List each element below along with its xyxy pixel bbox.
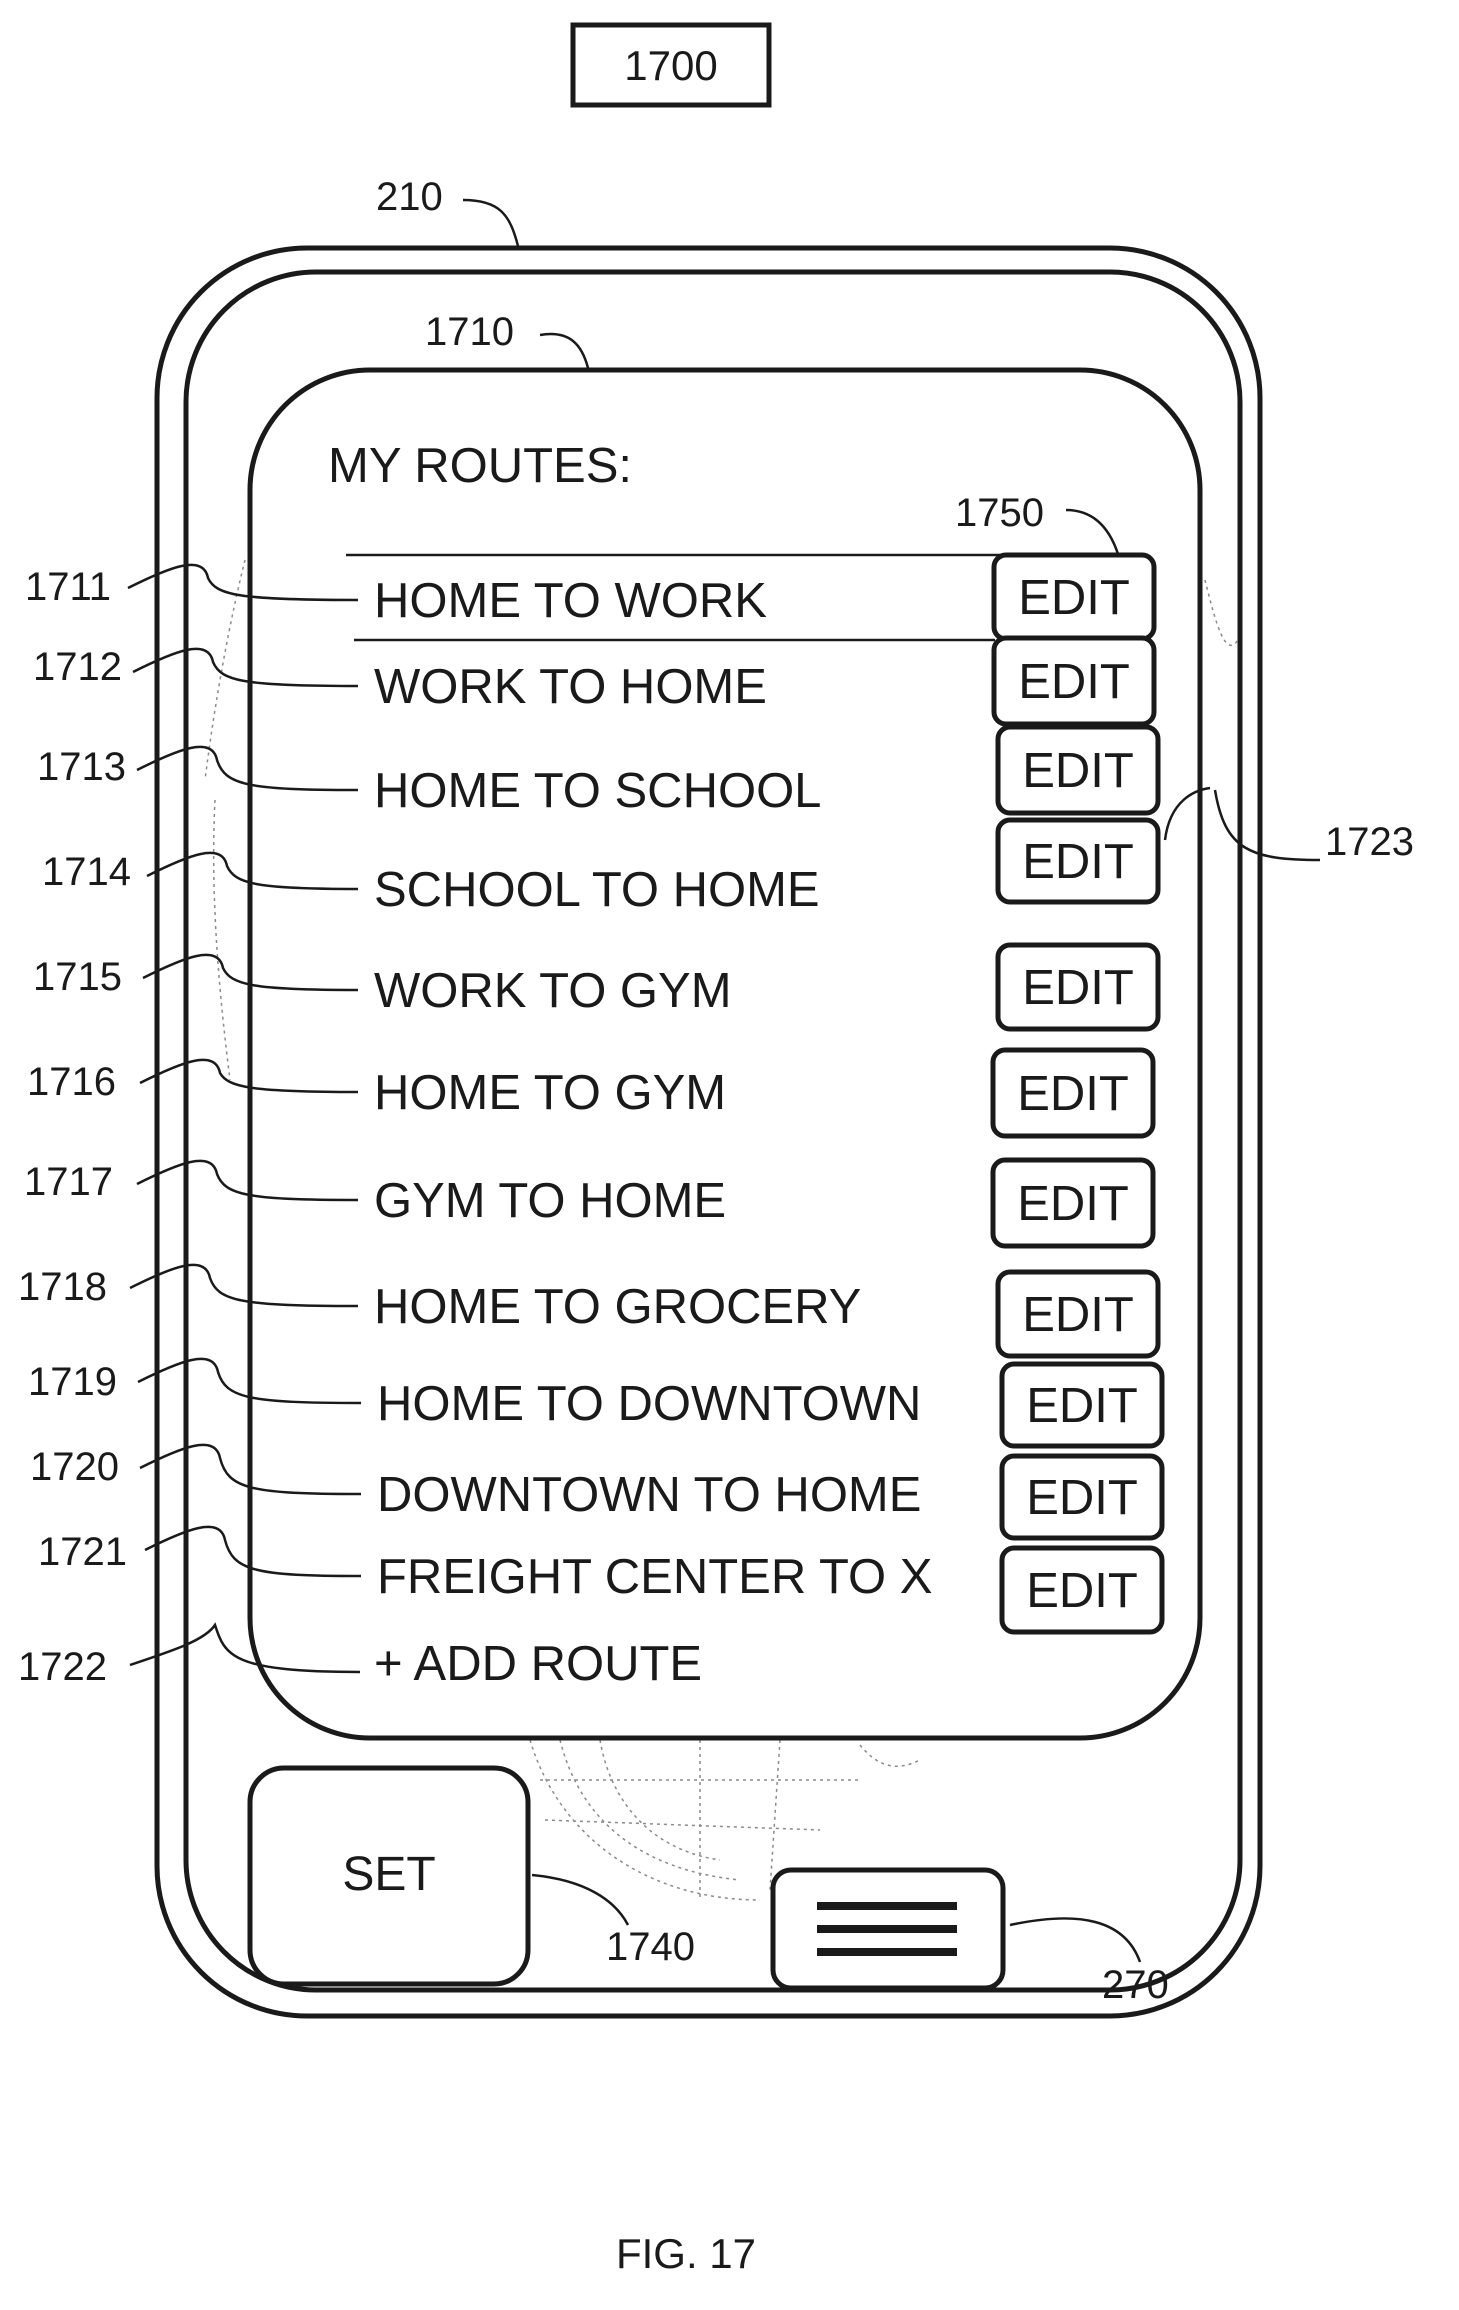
route-label[interactable]: HOME TO GYM (374, 1066, 726, 1120)
route-ref-label: 1716 (27, 1060, 116, 1104)
edit-button-label: EDIT (1026, 1564, 1138, 1618)
menu-button-ref-label: 270 (1102, 1963, 1169, 2007)
screen-leader-line (540, 334, 588, 368)
route-ref-label: 1713 (37, 745, 126, 789)
edit-button-label: EDIT (1017, 1067, 1129, 1121)
add-route-ref-label: 1722 (18, 1645, 107, 1689)
edit-column-ref-label: 1723 (1325, 820, 1414, 864)
route-label[interactable]: HOME TO GROCERY (374, 1280, 861, 1334)
edit-button-label: EDIT (1018, 571, 1130, 625)
route-ref-label: 1718 (18, 1265, 107, 1309)
route-ref-label: 1715 (33, 955, 122, 999)
route-label[interactable]: HOME TO DOWNTOWN (377, 1377, 921, 1431)
figure-caption: FIG. 17 (616, 2230, 756, 2277)
route-ref-label: 1714 (42, 850, 131, 894)
set-button-label: SET (342, 1848, 435, 1901)
route-label[interactable]: FREIGHT CENTER TO X (377, 1550, 932, 1604)
edit-button-label: EDIT (1026, 1471, 1138, 1525)
figure-number: 1700 (624, 42, 717, 89)
screen-ref-label: 1710 (425, 310, 514, 354)
edit-button-label: EDIT (1022, 1288, 1134, 1342)
route-ref-label: 1712 (33, 645, 122, 689)
route-label[interactable]: WORK TO HOME (374, 660, 767, 714)
set-button-leader-line (532, 1875, 628, 1925)
menu-button-leader-line (1010, 1918, 1140, 1962)
edit-button-label: EDIT (1026, 1379, 1138, 1433)
route-ref-label: 1717 (24, 1160, 113, 1204)
route-ref-label: 1719 (28, 1360, 117, 1404)
edit-column-leader-line-a (1215, 790, 1320, 860)
add-route-button[interactable]: + ADD ROUTE (374, 1637, 702, 1691)
route-ref-label: 1720 (30, 1445, 119, 1489)
device-leader-line (463, 200, 518, 246)
route-label[interactable]: SCHOOL TO HOME (374, 863, 820, 917)
route-label[interactable]: HOME TO WORK (374, 574, 767, 628)
edit-button-label: EDIT (1022, 961, 1134, 1015)
my-routes-heading: MY ROUTES: (328, 439, 632, 493)
edit-button-label: EDIT (1017, 1177, 1129, 1231)
route-label[interactable]: GYM TO HOME (374, 1174, 726, 1228)
device-ref-label: 210 (376, 175, 443, 219)
route-ref-label: 1721 (38, 1530, 127, 1574)
edit-ref-label: 1750 (955, 491, 1044, 535)
route-label[interactable]: DOWNTOWN TO HOME (377, 1468, 921, 1522)
edit-button-label: EDIT (1022, 835, 1134, 889)
route-label[interactable]: WORK TO GYM (374, 964, 732, 1018)
route-label[interactable]: HOME TO SCHOOL (374, 764, 821, 818)
edit-button-label: EDIT (1022, 744, 1134, 798)
route-ref-label: 1711 (25, 565, 111, 609)
set-button-ref-label: 1740 (606, 1925, 695, 1969)
edit-button-label: EDIT (1018, 655, 1130, 709)
